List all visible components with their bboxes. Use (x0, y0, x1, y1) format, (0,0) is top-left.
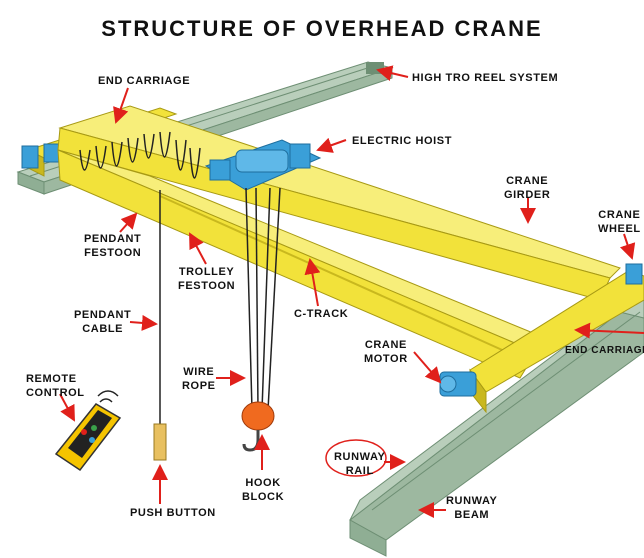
front-runway-beam (349, 297, 644, 557)
label-trolley-festoon: TROLLEY FESTOON (178, 266, 236, 292)
runway-rail-callout-ring (325, 439, 387, 477)
label-pendant-cable: PENDANT CABLE (74, 309, 132, 335)
callout-arrows (59, 65, 644, 518)
label-reel-system: HIGH TRO REEL SYSTEM (412, 72, 559, 84)
label-hook-block: HOOK BLOCK (242, 477, 285, 503)
label-remote-control: REMOTE CONTROL (26, 373, 85, 399)
label-pendant-festoon: PENDANT FESTOON (84, 233, 142, 259)
remote-control (54, 390, 122, 472)
right-end-carriage (469, 263, 644, 414)
label-end-carriage-right: END CARRIAGE (565, 345, 644, 356)
crane-motor (439, 371, 477, 397)
wire-rope (245, 187, 281, 411)
hook-block (241, 401, 275, 452)
reel-system (366, 62, 384, 74)
label-electric-hoist: ELECTRIC HOIST (352, 135, 453, 147)
label-crane-wheel: CRANE WHEEL (598, 209, 641, 235)
label-end-carriage-left: END CARRIAGE (98, 75, 191, 87)
electric-hoist (204, 139, 322, 191)
label-wire-rope: WIRE ROPE (182, 366, 216, 392)
pendant-cable (153, 190, 167, 461)
label-crane-girder: CRANE GIRDER (504, 175, 551, 201)
page-title: STRUCTURE OF OVERHEAD CRANE (101, 16, 543, 41)
label-runway-beam: RUNWAY BEAM (446, 495, 498, 521)
label-c-track: C-TRACK (294, 308, 349, 320)
label-crane-motor: CRANE MOTOR (364, 339, 408, 365)
pendant-festoon (79, 131, 201, 179)
label-runway-rail: RUNWAY RAIL (334, 451, 386, 477)
front-crane-girder (57, 149, 562, 379)
label-push-button: PUSH BUTTON (130, 507, 216, 519)
